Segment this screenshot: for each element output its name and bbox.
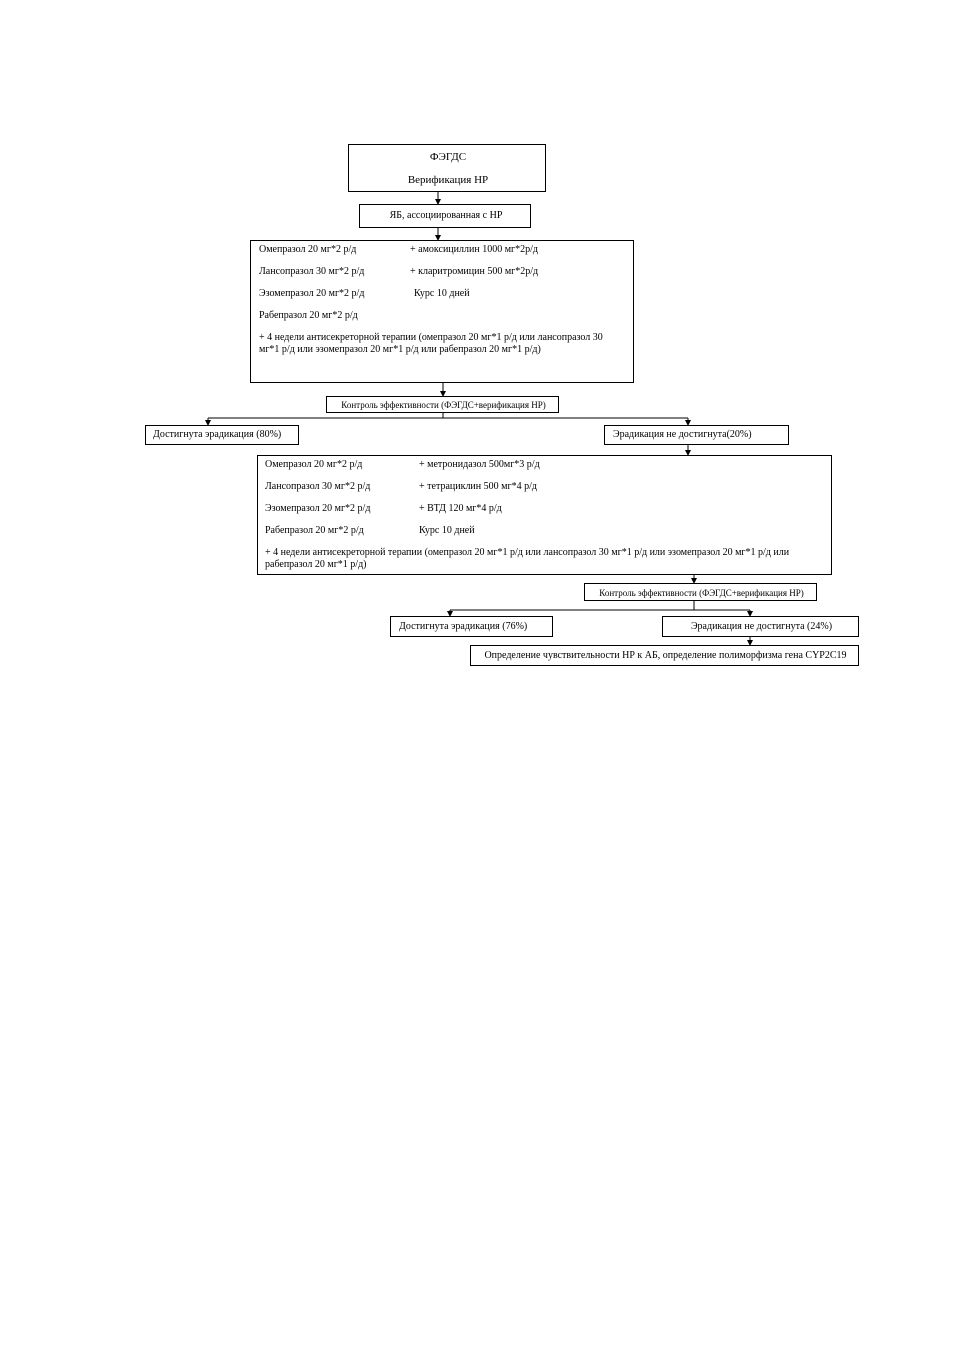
- regimen1-add-1: + амоксициллин 1000 мг*2р/д: [410, 244, 538, 255]
- regimen1-add-2: + кларитромицин 500 мг*2р/д: [410, 266, 539, 277]
- regimen1-ppi-1: Омепразол 20 мг*2 р/д: [259, 244, 357, 255]
- regimen2-box: Омепразол 20 мг*2 р/д Лансопразол 30 мг*…: [257, 455, 832, 575]
- success1-box: Достигнута эрадикация (80%): [145, 425, 299, 445]
- final-box: Определение чувствительности НР к АБ, оп…: [470, 645, 859, 666]
- diagnosis-text: ЯБ, ассоциированная с НР: [389, 210, 503, 221]
- regimen2-course: Курс 10 дней: [419, 525, 475, 536]
- regimen1-course: Курс 10 дней: [414, 288, 470, 299]
- control1-box: Контроль эффективности (ФЭГДС+верификаци…: [326, 396, 559, 413]
- top-box: ФЭГДС Верификация НР: [348, 144, 546, 192]
- regimen1-ppi-2: Лансопразол 30 мг*2 р/д: [259, 266, 365, 277]
- final-text: Определение чувствительности НР к АБ, оп…: [484, 650, 847, 661]
- success2-text: Достигнута эрадикация (76%): [399, 621, 528, 632]
- regimen1-note: + 4 недели антисекреторной терапии (омеп…: [259, 332, 603, 355]
- regimen2-note: + 4 недели антисекреторной терапии (омеп…: [265, 547, 790, 570]
- control2-box: Контроль эффективности (ФЭГДС+верификаци…: [584, 583, 817, 601]
- success2-box: Достигнута эрадикация (76%): [390, 616, 553, 637]
- control2-text: Контроль эффективности (ФЭГДС+верификаци…: [599, 588, 804, 598]
- regimen1-box: Омепразол 20 мг*2 р/д Лансопразол 30 мг*…: [250, 240, 634, 383]
- diagnosis-box: ЯБ, ассоциированная с НР: [359, 204, 531, 228]
- regimen2-ppi-4: Рабепразол 20 мг*2 р/д: [265, 525, 364, 536]
- regimen1-ppi-3: Эзомепразол 20 мг*2 р/д: [259, 288, 365, 299]
- fail2-box: Эрадикация не достигнута (24%): [662, 616, 859, 637]
- regimen2-add-1: + метронидазол 500мг*3 р/д: [419, 459, 540, 470]
- fail2-text: Эрадикация не достигнута (24%): [690, 621, 833, 632]
- regimen2-ppi-2: Лансопразол 30 мг*2 р/д: [265, 481, 371, 492]
- success1-text: Достигнута эрадикация (80%): [153, 429, 282, 440]
- regimen2-ppi-1: Омепразол 20 мг*2 р/д: [265, 459, 363, 470]
- fail1-text: Эрадикация не достигнута(20%): [613, 429, 752, 440]
- regimen1-ppi-4: Рабепразол 20 мг*2 р/д: [259, 310, 358, 321]
- top-line2: Верификация НР: [407, 174, 489, 186]
- fail1-box: Эрадикация не достигнута(20%): [604, 425, 789, 445]
- regimen2-add-2: + тетрациклин 500 мг*4 р/д: [419, 481, 537, 492]
- regimen2-add-3: + ВТД 120 мг*4 р/д: [419, 503, 502, 514]
- top-line1: ФЭГДС: [429, 151, 467, 163]
- control1-text: Контроль эффективности (ФЭГДС+верификаци…: [341, 400, 546, 410]
- regimen2-ppi-3: Эзомепразол 20 мг*2 р/д: [265, 503, 371, 514]
